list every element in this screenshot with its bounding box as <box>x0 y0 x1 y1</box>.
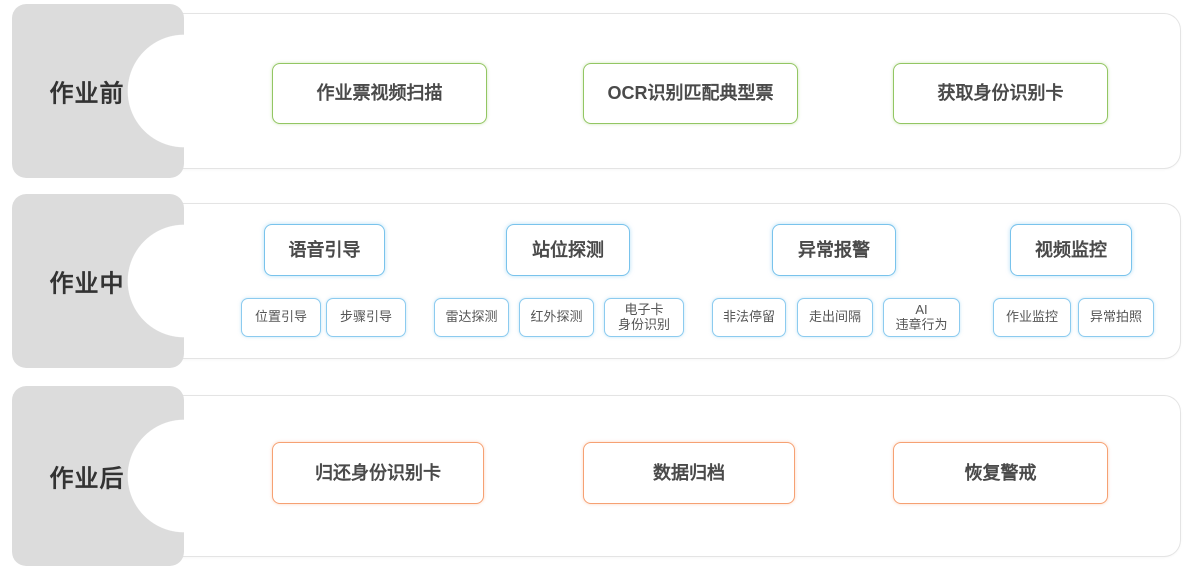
node-label: 归还身份识别卡 <box>315 462 441 483</box>
phase-label-plate-before: 作业前 <box>12 4 184 178</box>
phase-row-during: 作业中 语音引导 位置引导 步骤引导 站位探测 雷达探测 红外探测 电子卡身份识… <box>0 190 1200 372</box>
node-label-line: 雷达探测 <box>445 309 498 325</box>
node-label-line: 电子卡 <box>624 301 664 317</box>
node-label-line: 异常拍照 <box>1089 309 1142 325</box>
phase-label-before: 作业前 <box>49 80 125 108</box>
node-label: 恢复警戒 <box>964 462 1037 483</box>
phase-label-during: 作业中 <box>49 270 125 298</box>
node-label: 步骤引导 <box>339 309 392 325</box>
node-label: 作业票视频扫描 <box>316 83 443 104</box>
node-after-2[interactable]: 数据归档 <box>583 442 795 504</box>
node-label: 电子卡身份识别 <box>617 301 670 333</box>
phase-label-after: 作业后 <box>49 465 125 493</box>
node-label-line: 身份识别 <box>617 316 670 332</box>
node-after-3[interactable]: 恢复警戒 <box>893 442 1108 504</box>
node-label: 红外探测 <box>530 309 583 325</box>
node-label: 语音引导 <box>288 239 361 260</box>
phase-label-plate-during: 作业中 <box>12 194 184 368</box>
node-label-line: 位置引导 <box>254 309 307 325</box>
node-label: OCR识别匹配典型票 <box>607 83 774 104</box>
node-label: 走出间隔 <box>808 309 861 325</box>
node-label-line: AI <box>915 301 928 317</box>
phase-row-after: 作业后 归还身份识别卡 数据归档 恢复警戒 <box>0 382 1200 572</box>
node-label-line: 走出间隔 <box>808 309 861 325</box>
node-during-group2-sub3[interactable]: 电子卡身份识别 <box>604 298 684 337</box>
node-during-group3-head[interactable]: 异常报警 <box>772 224 896 276</box>
node-label-line: 红外探测 <box>530 309 583 325</box>
node-label-line: 违章行为 <box>895 316 948 332</box>
node-during-group3-sub1[interactable]: 非法停留 <box>712 298 786 337</box>
node-during-group4-sub1[interactable]: 作业监控 <box>993 298 1071 337</box>
node-label: 异常拍照 <box>1089 309 1142 325</box>
node-during-group4-sub2[interactable]: 异常拍照 <box>1078 298 1154 337</box>
node-label-line: 步骤引导 <box>339 309 392 325</box>
node-label: 非法停留 <box>722 309 775 325</box>
node-label: 异常报警 <box>798 239 870 260</box>
node-label: 位置引导 <box>254 309 307 325</box>
node-before-2[interactable]: OCR识别匹配典型票 <box>583 63 798 124</box>
node-during-group1-head[interactable]: 语音引导 <box>264 224 385 276</box>
node-label: 作业监控 <box>1005 309 1058 325</box>
node-during-group2-sub2[interactable]: 红外探测 <box>519 298 594 337</box>
node-before-3[interactable]: 获取身份识别卡 <box>893 63 1108 124</box>
phase-label-plate-after: 作业后 <box>12 386 184 566</box>
node-during-group2-head[interactable]: 站位探测 <box>506 224 630 276</box>
node-before-1[interactable]: 作业票视频扫描 <box>272 63 487 124</box>
node-after-1[interactable]: 归还身份识别卡 <box>272 442 484 504</box>
node-label: 站位探测 <box>532 239 604 260</box>
node-label: 获取身份识别卡 <box>937 83 1064 104</box>
phase-row-before: 作业前 作业票视频扫描 OCR识别匹配典型票 获取身份识别卡 <box>0 0 1200 182</box>
node-during-group4-head[interactable]: 视频监控 <box>1010 224 1132 276</box>
node-label-line: 作业监控 <box>1005 309 1058 325</box>
node-label-line: 非法停留 <box>722 309 775 325</box>
node-label: 视频监控 <box>1035 239 1107 260</box>
node-label: 数据归档 <box>653 462 725 483</box>
node-during-group3-sub2[interactable]: 走出间隔 <box>797 298 873 337</box>
node-label: 雷达探测 <box>445 309 498 325</box>
node-during-group2-sub1[interactable]: 雷达探测 <box>434 298 509 337</box>
node-during-group1-sub1[interactable]: 位置引导 <box>241 298 321 337</box>
node-during-group1-sub2[interactable]: 步骤引导 <box>326 298 406 337</box>
